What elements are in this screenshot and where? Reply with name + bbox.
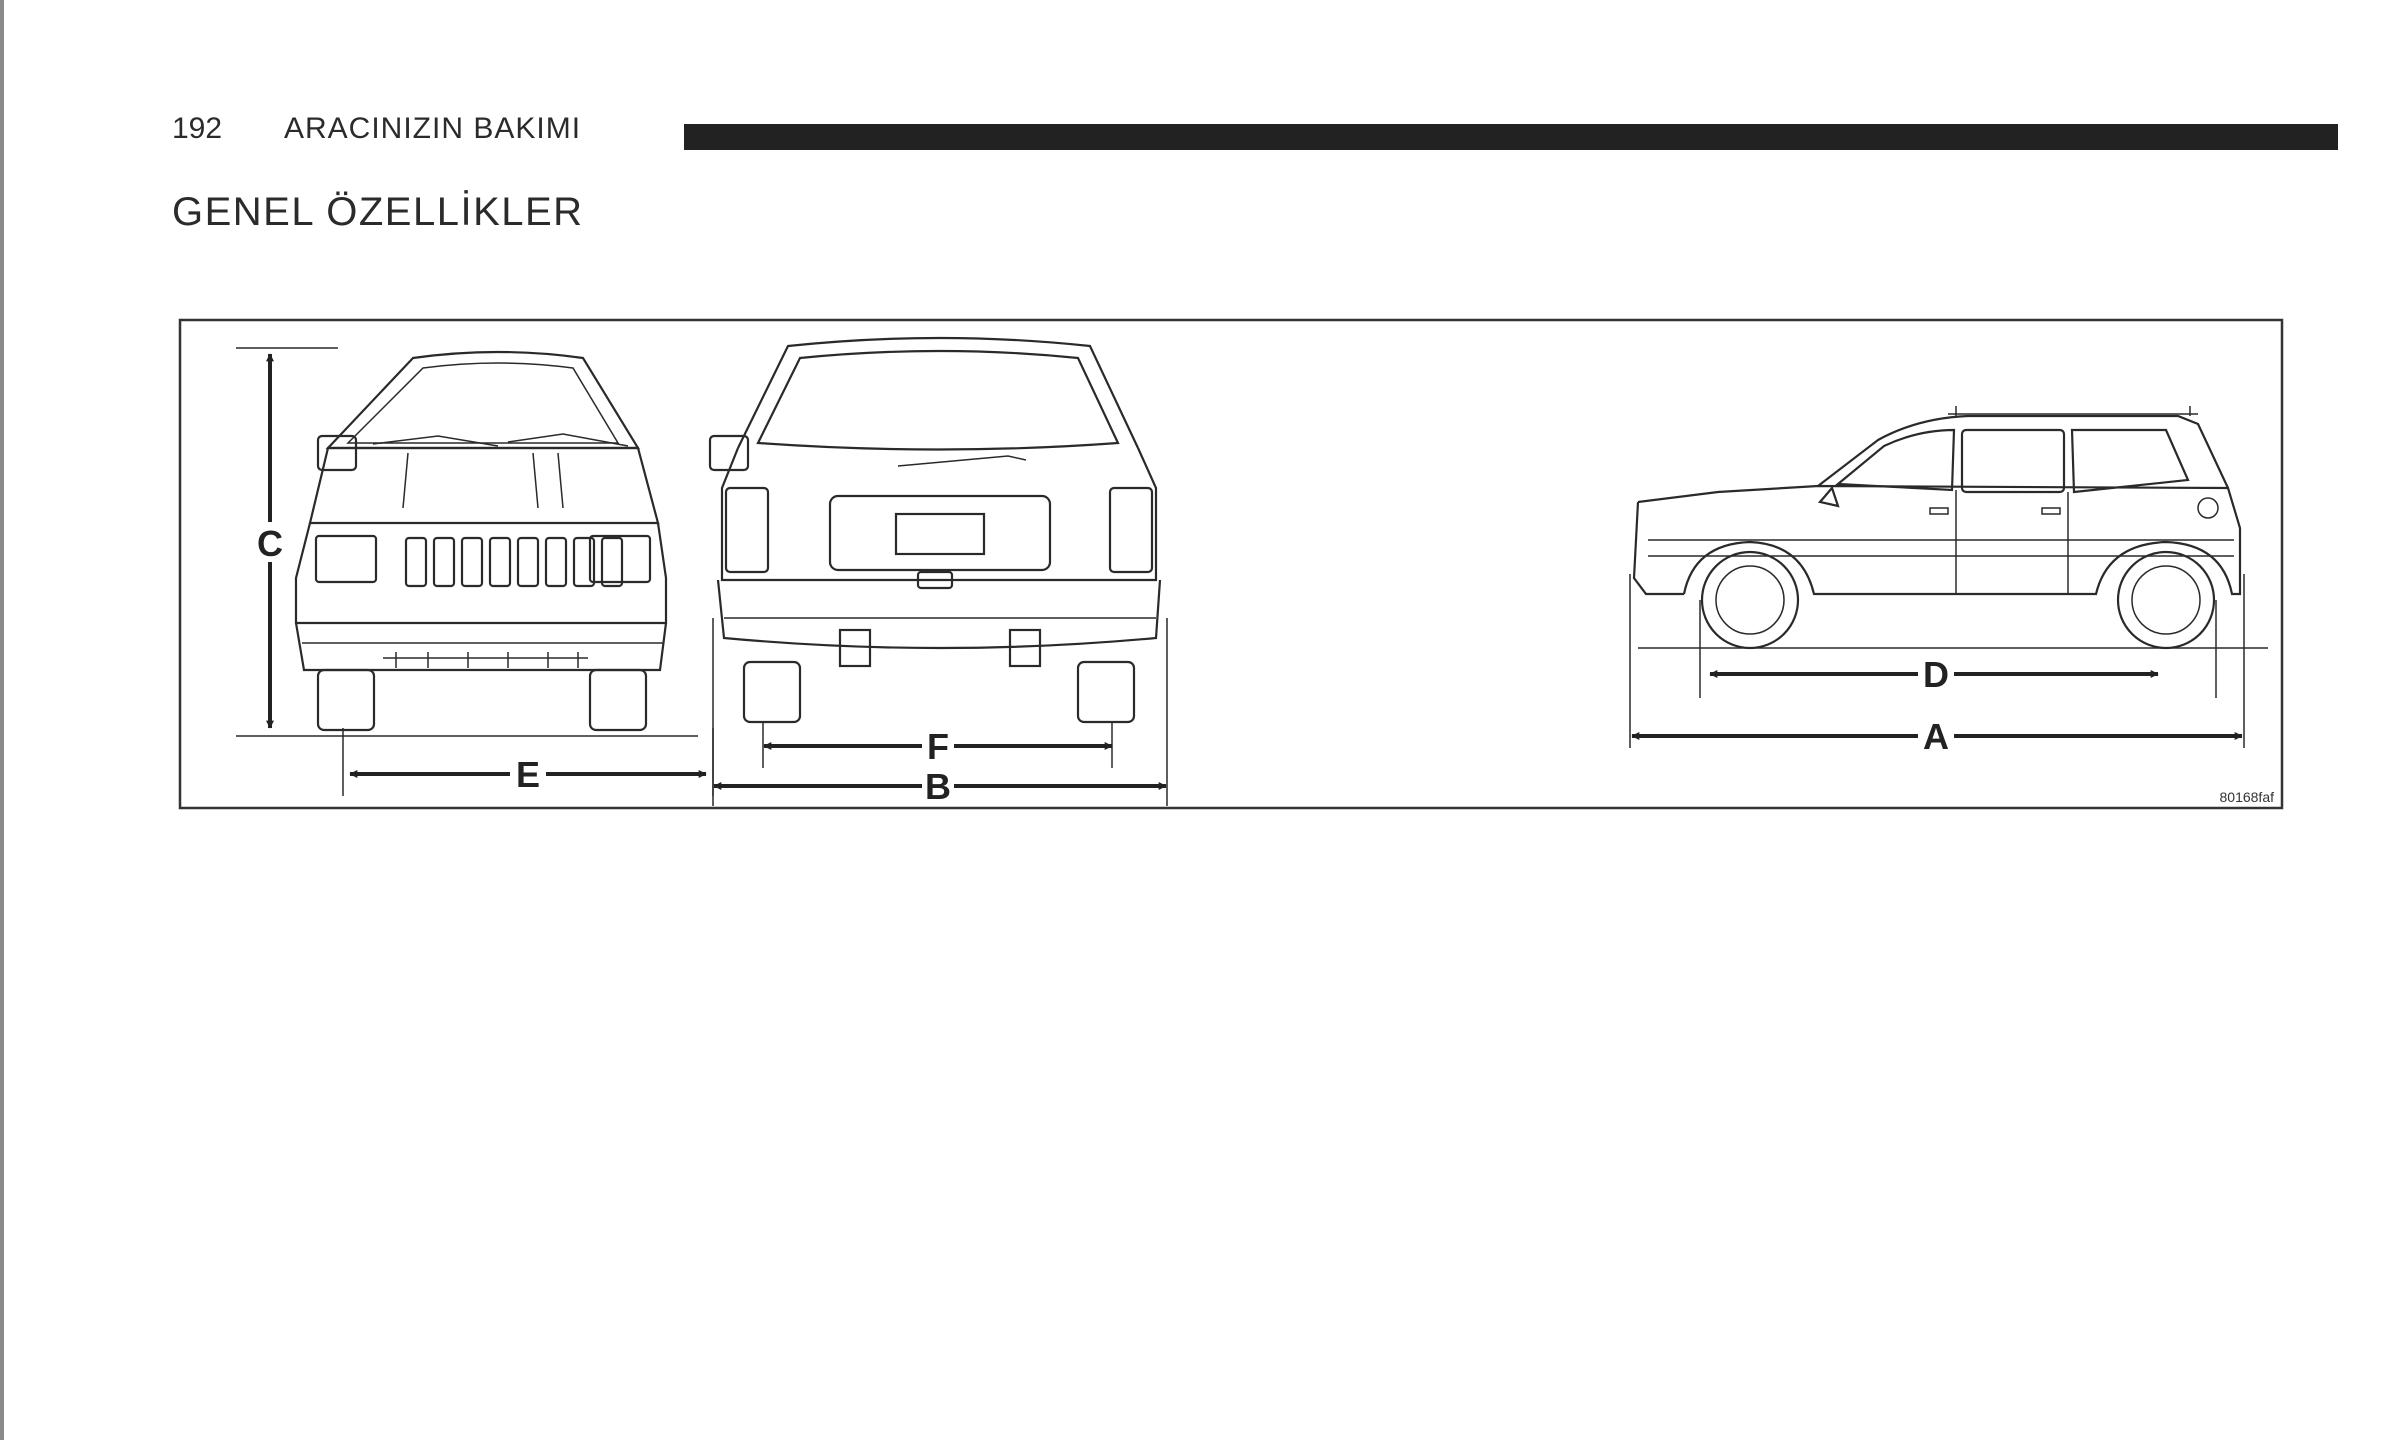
vehicle-dimensions-figure: C E: [178, 318, 2284, 810]
figure-frame: [178, 318, 2284, 810]
rear-view: [712, 336, 1168, 806]
dimension-b-label: B: [925, 766, 951, 807]
dimension-f-label: F: [927, 726, 949, 767]
header-rule: [684, 124, 2338, 150]
page-left-edge: [0, 0, 4, 1440]
front-view: [236, 347, 750, 796]
page-title: GENEL ÖZELLİKLER: [172, 190, 584, 234]
dimensions-drawing: C E: [178, 318, 2284, 810]
dimension-d-label: D: [1923, 654, 1949, 695]
page-number: 192: [172, 112, 223, 145]
side-view: [1629, 406, 2268, 748]
dimension-a-label: A: [1923, 716, 1949, 757]
dimension-c-label: C: [257, 523, 283, 564]
dimension-e-label: E: [516, 754, 540, 795]
section-title: ARACINIZIN BAKIMI: [284, 112, 582, 145]
figure-code: 80168faf: [2220, 789, 2275, 805]
